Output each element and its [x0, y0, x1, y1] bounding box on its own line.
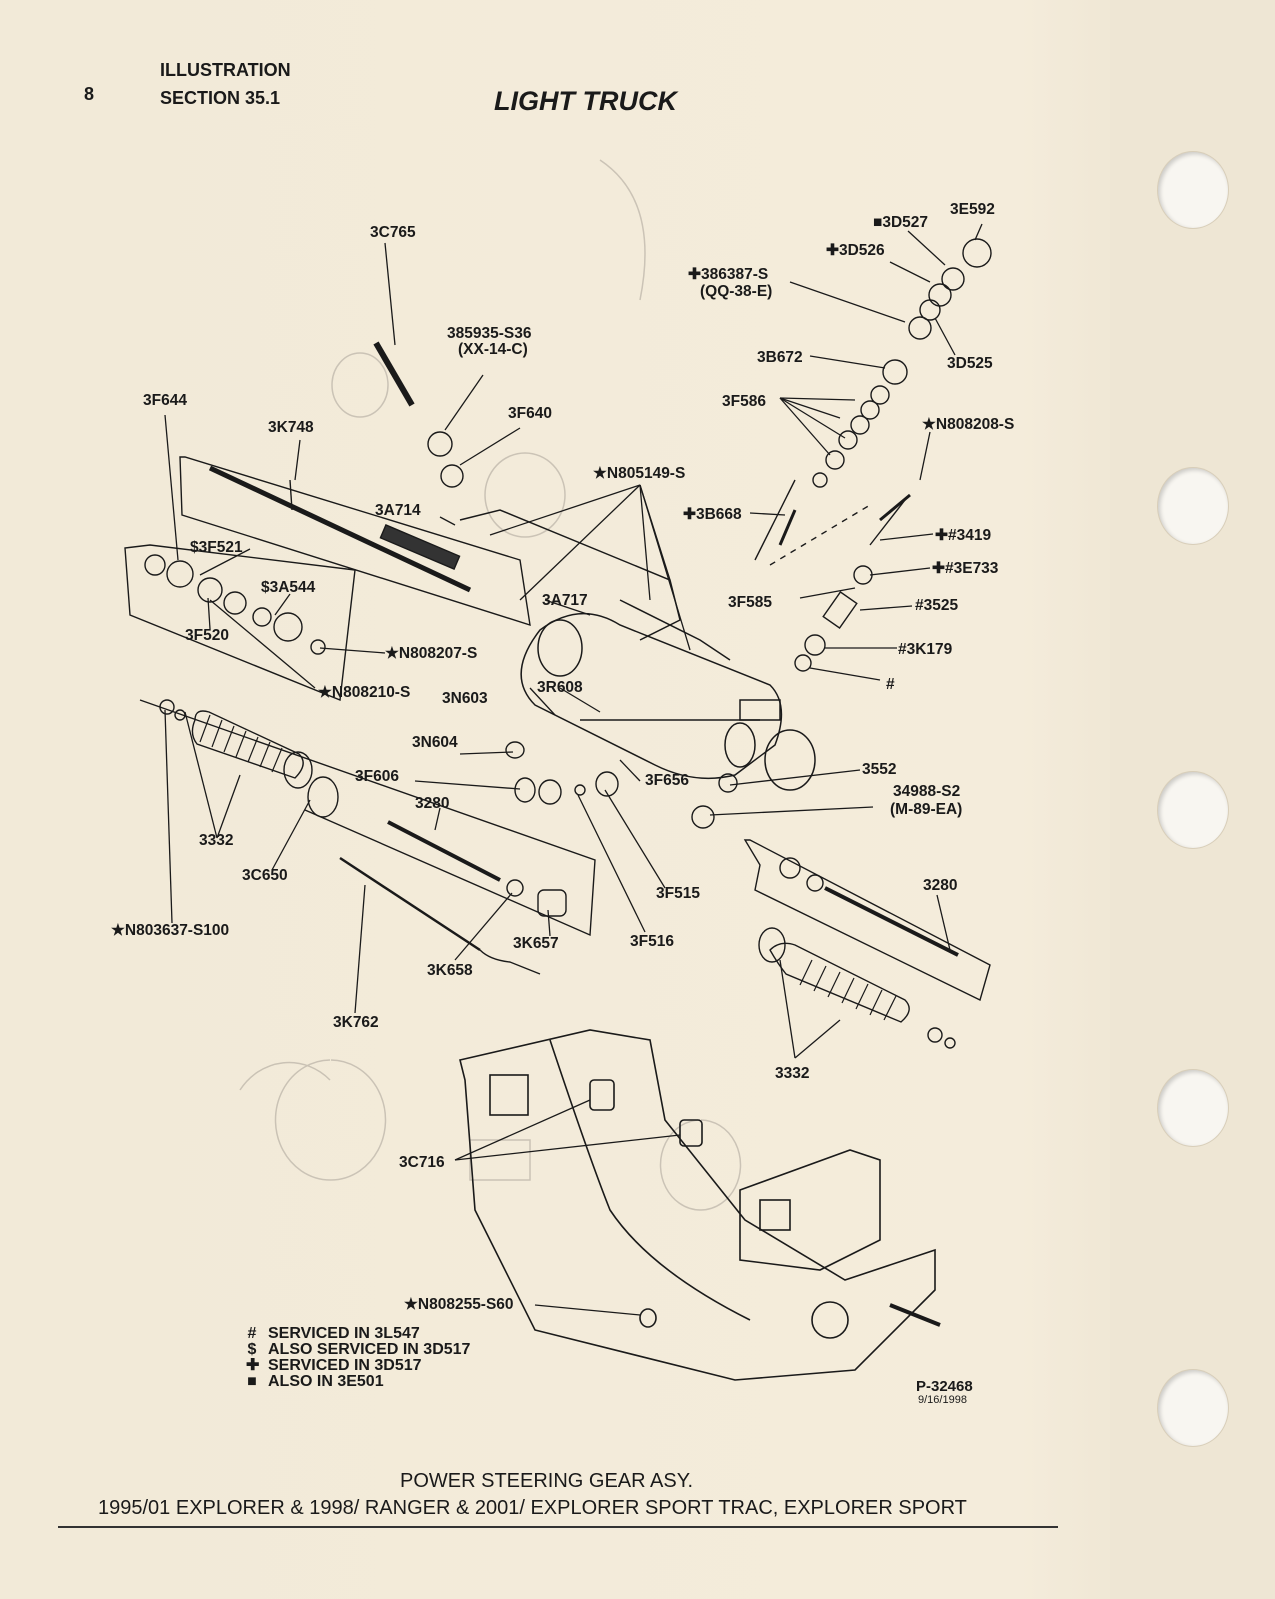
label-34988: 34988-S2 — [893, 783, 960, 800]
bushing-group — [124, 544, 356, 701]
label-N808255: ★N808255-S60 — [404, 1296, 514, 1313]
crossmember — [459, 1029, 941, 1381]
label-3R608: 3R608 — [537, 679, 583, 696]
legend-item: ■ALSO IN 3E501 — [247, 1373, 384, 1390]
label-34988-code: (M-89-EA) — [890, 801, 962, 818]
legend-item: ✚SERVICED IN 3D517 — [246, 1357, 422, 1374]
inner-tie-rod-panel — [139, 699, 596, 975]
label-3E592: 3E592 — [950, 201, 995, 218]
label-3D526: ✚3D526 — [826, 242, 885, 259]
label-3K179: #3K179 — [898, 641, 953, 658]
label-385935: 385935-S36 — [447, 325, 532, 342]
label-3K762: 3K762 — [333, 1014, 379, 1031]
label-3F606: 3F606 — [355, 768, 399, 785]
label-3D527: ■3D527 — [873, 214, 928, 231]
label-386387: ✚386387-S — [688, 266, 768, 283]
part-labels: 3C765 385935-S36 (XX-14-C) 3F640 3F644 3… — [111, 201, 1014, 1313]
legend: #SERVICED IN 3L547 $ALSO SERVICED IN 3D5… — [246, 1326, 470, 1390]
label-hash: # — [886, 676, 895, 693]
label-3K658: 3K658 — [427, 962, 473, 979]
label-N805149: ★N805149-S — [593, 465, 685, 482]
label-3C716: 3C716 — [399, 1154, 445, 1171]
bleed-through — [239, 159, 742, 1211]
label-3525: #3525 — [915, 597, 958, 614]
label-3F520: 3F520 — [185, 627, 229, 644]
label-3552: 3552 — [862, 761, 896, 778]
label-3C765: 3C765 — [370, 224, 416, 241]
outer-tie-rod-right — [743, 839, 991, 1049]
tie-rod-assembly — [179, 456, 531, 627]
page-number: 8 — [84, 84, 95, 104]
binder-hole — [1158, 772, 1228, 848]
label-N808208: ★N808208-S — [922, 416, 1014, 433]
label-3E733: ✚#3E733 — [932, 560, 999, 577]
label-3F656: 3F656 — [645, 772, 689, 789]
binder-hole — [1158, 468, 1228, 544]
binder-hole — [1158, 1370, 1228, 1446]
label-3F516: 3F516 — [630, 933, 674, 950]
binder-hole — [1158, 1070, 1228, 1146]
label-3D525: 3D525 — [947, 355, 993, 372]
label-3F515: 3F515 — [656, 885, 700, 902]
label-3332-left: 3332 — [199, 832, 233, 849]
page-title: LIGHT TRUCK — [494, 86, 677, 116]
label-3F586: 3F586 — [722, 393, 766, 410]
label-N808207: ★N808207-S — [385, 645, 477, 662]
label-3A717: 3A717 — [542, 592, 588, 609]
label-3K657: 3K657 — [513, 935, 559, 952]
label-3A714: 3A714 — [375, 502, 421, 519]
section-label: SECTION 35.1 — [160, 88, 281, 108]
figure-date: 9/16/1998 — [918, 1394, 967, 1406]
legend-item: #SERVICED IN 3L547 — [247, 1325, 420, 1342]
label-3N604: 3N604 — [412, 734, 458, 751]
label-3B668: ✚3B668 — [683, 506, 742, 523]
valve-stack — [754, 238, 992, 672]
binder-hole — [1158, 152, 1228, 228]
label-3F521: $3F521 — [190, 539, 243, 556]
label-3N603: 3N603 — [442, 690, 488, 707]
figure-id: P-32468 — [916, 1378, 973, 1395]
label-3B672: 3B672 — [757, 349, 803, 366]
label-3C650: 3C650 — [242, 867, 288, 884]
illustration-label: ILLUSTRATION — [160, 60, 291, 80]
label-N803637: ★N803637-S100 — [111, 922, 229, 939]
label-3A544: $3A544 — [261, 579, 316, 596]
label-385935-code: (XX-14-C) — [458, 341, 528, 358]
label-3F640: 3F640 — [508, 405, 552, 422]
label-3F644: 3F644 — [143, 392, 187, 409]
caption-title: POWER STEERING GEAR ASY. — [400, 1470, 694, 1492]
label-N808210: ★N808210-S — [318, 684, 410, 701]
label-3280-left: 3280 — [415, 795, 449, 812]
leader-lines — [164, 223, 983, 1316]
footer-rule — [58, 1526, 1058, 1528]
label-3280-right: 3280 — [923, 877, 957, 894]
fittings — [373, 341, 738, 829]
label-386387-code: (QQ-38-E) — [700, 283, 772, 300]
legend-item: $ALSO SERVICED IN 3D517 — [247, 1341, 471, 1358]
gear-housing — [459, 509, 816, 791]
label-3419: ✚#3419 — [935, 527, 991, 544]
label-3F585: 3F585 — [728, 594, 772, 611]
caption-models: 1995/01 EXPLORER & 1998/ RANGER & 2001/ … — [98, 1497, 967, 1519]
label-3K748: 3K748 — [268, 419, 314, 436]
label-3332-right: 3332 — [775, 1065, 809, 1082]
